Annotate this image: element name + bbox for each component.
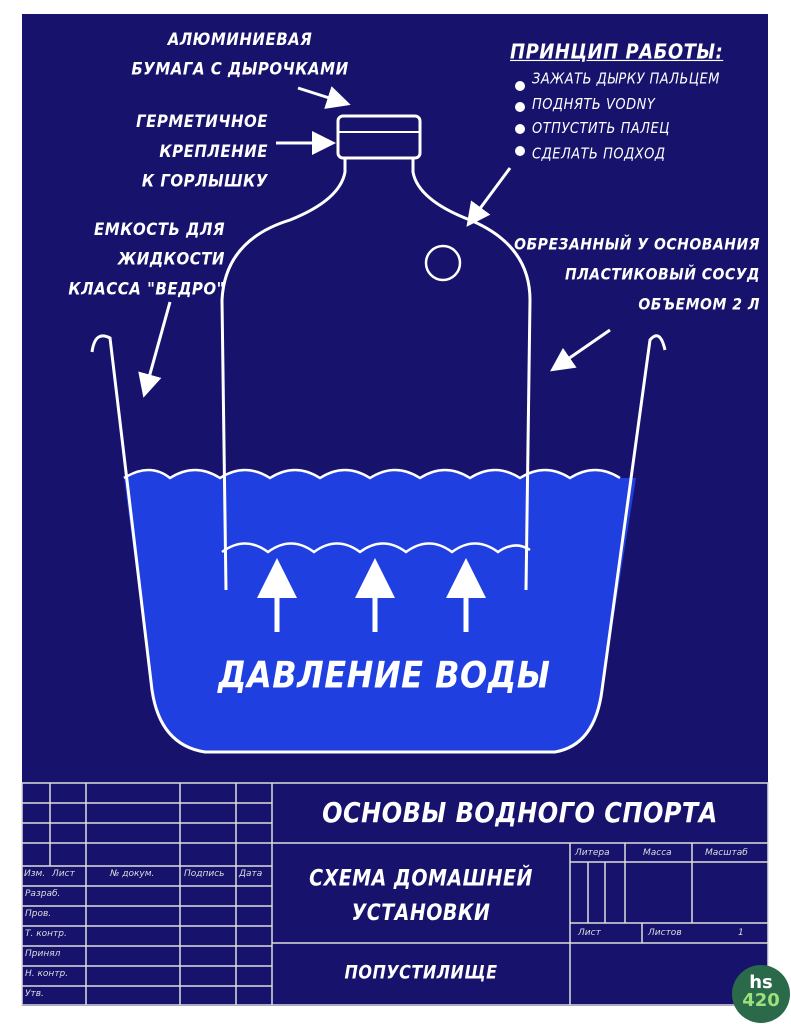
bucket-outline (90, 334, 667, 754)
col-header: Масштаб (705, 848, 748, 858)
label-line: ЕМКОСТЬ ДЛЯ (94, 218, 225, 240)
sheets-count: 1 (738, 928, 744, 938)
foil-label: АЛЮМИНИЕВАЯ БУМАГА С ДЫРОЧКАМИ (130, 24, 350, 84)
subtitle-line: СХЕМА ДОМАШНЕЙ (309, 866, 533, 892)
label-line: КРЕПЛЕНИЕ (159, 140, 268, 162)
drawing-subtitle: СХЕМА ДОМАШНЕЙ УСТАНОВКИ (272, 862, 570, 931)
col-header: Масса (643, 848, 672, 858)
title-block-grid (21, 782, 769, 1006)
logo-bottom: 420 (742, 990, 780, 1011)
container-label: ЕМКОСТЬ ДЛЯ ЖИДКОСТИ КЛАССА "ВЕДРО" (40, 214, 225, 304)
subtitle-line: УСТАНОВКИ (351, 900, 491, 926)
label-line: БУМАГА С ДЫРОЧКАМИ (131, 58, 349, 80)
bottle-outline (220, 156, 532, 591)
hs420-logo: hs 420 (732, 965, 790, 1023)
col-header: № докум. (110, 869, 155, 879)
col-header: Дата (239, 869, 263, 879)
label-line: ПЛАСТИКОВЫЙ СОСУД (564, 265, 760, 285)
step-item: ОТПУСТИТЬ ПАЛЕЦ (532, 120, 670, 138)
row-label: Принял (25, 949, 61, 959)
logo-top: hs (749, 972, 773, 993)
bottle-inner-water-line (221, 542, 531, 554)
hole-circle (424, 244, 462, 282)
col-header: Литера (575, 848, 610, 858)
principle-title: ПРИНЦИП РАБОТЫ: (510, 40, 724, 65)
col-header: Подпись (184, 869, 225, 879)
drawing-title: ОСНОВЫ ВОДНОГО СПОРТА (322, 796, 718, 830)
row-label: Н. контр. (25, 969, 69, 979)
bottle-label: ОБРЕЗАННЫЙ У ОСНОВАНИЯ ПЛАСТИКОВЫЙ СОСУД… (480, 230, 760, 320)
row-label: Пров. (25, 909, 52, 919)
col-header: Лист (52, 869, 75, 879)
label-line: ОБРЕЗАННЫЙ У ОСНОВАНИЯ (514, 235, 760, 255)
row-label: Т. контр. (25, 929, 67, 939)
water (124, 470, 636, 752)
step-item: ЗАЖАТЬ ДЫРКУ ПАЛЬЦЕМ (532, 71, 720, 89)
label-line: КЛАССА "ВЕДРО" (68, 278, 225, 300)
label-line: АЛЮМИНИЕВАЯ (167, 28, 313, 50)
principle-steps: ЗАЖАТЬ ДЫРКУ ПАЛЬЦЕМ ПОДНЯТЬ VODNY ОТПУС… (532, 68, 720, 167)
step-item: СДЕЛАТЬ ПОДХОД (532, 145, 666, 163)
label-line: ЖИДКОСТИ (117, 248, 225, 270)
col-header: Изм. (24, 869, 46, 879)
row-label: Утв. (25, 989, 44, 999)
water-surface (123, 468, 621, 480)
sheet-label: Лист (578, 928, 601, 938)
pressure-label: ДАВЛЕНИЕ ВОДЫ (218, 653, 551, 697)
step-item: ПОДНЯТЬ VODNY (532, 95, 656, 113)
sheets-label: Листов (648, 928, 682, 938)
label-line: ОБЪЕМОМ 2 Л (638, 295, 760, 315)
bottle-cap (336, 114, 422, 160)
organization: ПОПУСТИЛИЩЕ (344, 961, 498, 984)
label-line: ГЕРМЕТИЧНОЕ (136, 110, 268, 132)
row-label: Разраб. (25, 889, 61, 899)
label-line: К ГОРЛЫШКУ (141, 170, 268, 192)
seal-label: ГЕРМЕТИЧНОЕ КРЕПЛЕНИЕ К ГОРЛЫШКУ (90, 106, 268, 196)
